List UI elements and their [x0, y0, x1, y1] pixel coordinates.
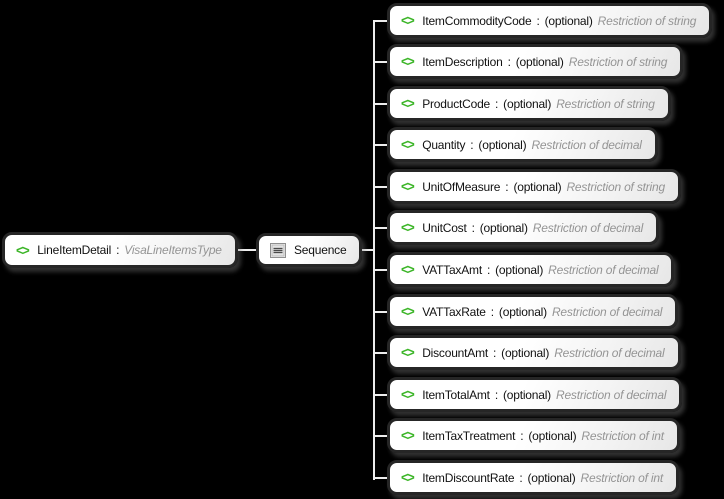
restriction-label: Restriction of int [581, 428, 664, 443]
element-node-lineitemdetail[interactable]: <> LineItemDetail : VisaLineItemsType [2, 232, 238, 268]
element-type: VisaLineItemsType [124, 243, 222, 257]
occurrence-label: (optional) [498, 304, 547, 319]
restriction-label: Restriction of decimal [531, 137, 642, 152]
colon-separator: : [486, 262, 491, 277]
colon-separator: : [493, 345, 497, 360]
connector-branch [373, 227, 389, 229]
element-icon: <> [401, 219, 415, 236]
connector-trunk [373, 20, 375, 480]
colon-separator: : [471, 220, 475, 235]
element-icon: <> [401, 136, 415, 153]
occurrence-label: (optional) [513, 179, 562, 194]
connector-branch [373, 20, 389, 22]
element-node-vattaxrate[interactable]: <> VATTaxRate : (optional) Restriction o… [387, 294, 679, 329]
element-node-itemdescription[interactable]: <> ItemDescription : (optional) Restrict… [387, 44, 684, 79]
colon-separator: : [470, 137, 474, 152]
colon-separator: : [519, 470, 523, 485]
element-node-itemtotalamt[interactable]: <> ItemTotalAmt : (optional) Restriction… [387, 377, 683, 412]
connector-branch [373, 352, 389, 354]
element-name: LineItemDetail [37, 243, 112, 257]
element-name: ItemTotalAmt [422, 387, 490, 402]
colon-separator: : [495, 96, 499, 111]
occurrence-label: (optional) [502, 387, 551, 402]
restriction-label: Restriction of string [597, 13, 697, 28]
occurrence-label: (optional) [528, 428, 577, 443]
connector-branch [373, 186, 389, 188]
element-icon: <> [401, 469, 415, 486]
connector-branch [373, 311, 389, 313]
element-node-itemdiscountrate[interactable]: <> ItemDiscountRate : (optional) Restric… [387, 460, 679, 495]
element-icon: <> [401, 178, 415, 195]
occurrence-label: (optional) [527, 470, 576, 485]
element-icon: <> [401, 53, 415, 70]
element-name: ProductCode [422, 96, 491, 111]
element-icon: <> [401, 95, 415, 112]
colon-separator: : [536, 13, 540, 28]
sequence-label: Sequence [294, 243, 347, 257]
occurrence-label: (optional) [503, 96, 552, 111]
restriction-label: Restriction of decimal [551, 304, 663, 319]
connector-root-to-sequence [230, 249, 260, 251]
element-icon: <> [401, 386, 415, 403]
occurrence-label: (optional) [544, 13, 593, 28]
element-name: ItemCommodityCode [422, 13, 532, 28]
connector-branch [373, 61, 389, 63]
element-icon: <> [401, 303, 415, 320]
connector-branch [373, 103, 389, 105]
connector-branch [373, 269, 389, 271]
colon-separator: : [520, 428, 524, 443]
restriction-label: Restriction of decimal [554, 345, 665, 360]
restriction-label: Restriction of string [568, 54, 668, 69]
element-name: UnitCost [422, 220, 467, 235]
element-name: UnitOfMeasure [422, 179, 501, 194]
connector-branch [373, 394, 389, 396]
element-icon: <> [401, 427, 415, 444]
occurrence-label: (optional) [478, 137, 527, 152]
element-icon: <> [16, 242, 30, 258]
restriction-label: Restriction of decimal [548, 262, 659, 277]
occurrence-label: (optional) [495, 262, 544, 277]
element-name: ItemDiscountRate [422, 470, 515, 485]
element-icon: <> [401, 344, 415, 361]
element-node-vattaxamt[interactable]: <> VATTaxAmt : (optional) Restriction of… [387, 252, 675, 287]
element-name: VATTaxAmt [422, 262, 482, 277]
colon-separator: : [507, 54, 511, 69]
element-node-itemcommoditycode[interactable]: <> ItemCommodityCode : (optional) Restri… [387, 3, 713, 38]
colon-separator: : [490, 304, 494, 319]
colon-separator: : [494, 387, 498, 402]
sequence-icon [270, 242, 286, 258]
element-name: VATTaxRate [422, 304, 486, 319]
connector-branch [373, 435, 389, 437]
element-icon: <> [401, 261, 415, 278]
element-name: Quantity [422, 137, 466, 152]
restriction-label: Restriction of string [556, 96, 655, 111]
restriction-label: Restriction of int [580, 470, 664, 485]
element-node-discountamt[interactable]: <> DiscountAmt : (optional) Restriction … [387, 335, 681, 370]
connector-sequence-to-trunk [350, 249, 375, 251]
colon-separator: : [116, 243, 120, 257]
occurrence-label: (optional) [479, 220, 528, 235]
element-node-unitofmeasure[interactable]: <> UnitOfMeasure : (optional) Restrictio… [387, 169, 681, 204]
element-node-itemtaxtreatment[interactable]: <> ItemTaxTreatment : (optional) Restric… [387, 418, 680, 453]
element-name: ItemTaxTreatment [422, 428, 516, 443]
element-name: ItemDescription [422, 54, 503, 69]
occurrence-label: (optional) [501, 345, 550, 360]
restriction-label: Restriction of decimal [532, 220, 644, 235]
element-node-productcode[interactable]: <> ProductCode : (optional) Restriction … [387, 86, 671, 121]
sequence-node[interactable]: Sequence [256, 233, 363, 267]
connector-branch [373, 144, 389, 146]
connector-branch [373, 477, 389, 479]
restriction-label: Restriction of string [566, 179, 665, 194]
element-node-quantity[interactable]: <> Quantity : (optional) Restriction of … [387, 127, 658, 162]
element-node-unitcost[interactable]: <> UnitCost : (optional) Restriction of … [387, 210, 660, 245]
restriction-label: Restriction of decimal [555, 387, 667, 402]
colon-separator: : [505, 179, 509, 194]
occurrence-label: (optional) [515, 54, 564, 69]
element-name: DiscountAmt [422, 345, 489, 360]
element-icon: <> [401, 12, 415, 29]
